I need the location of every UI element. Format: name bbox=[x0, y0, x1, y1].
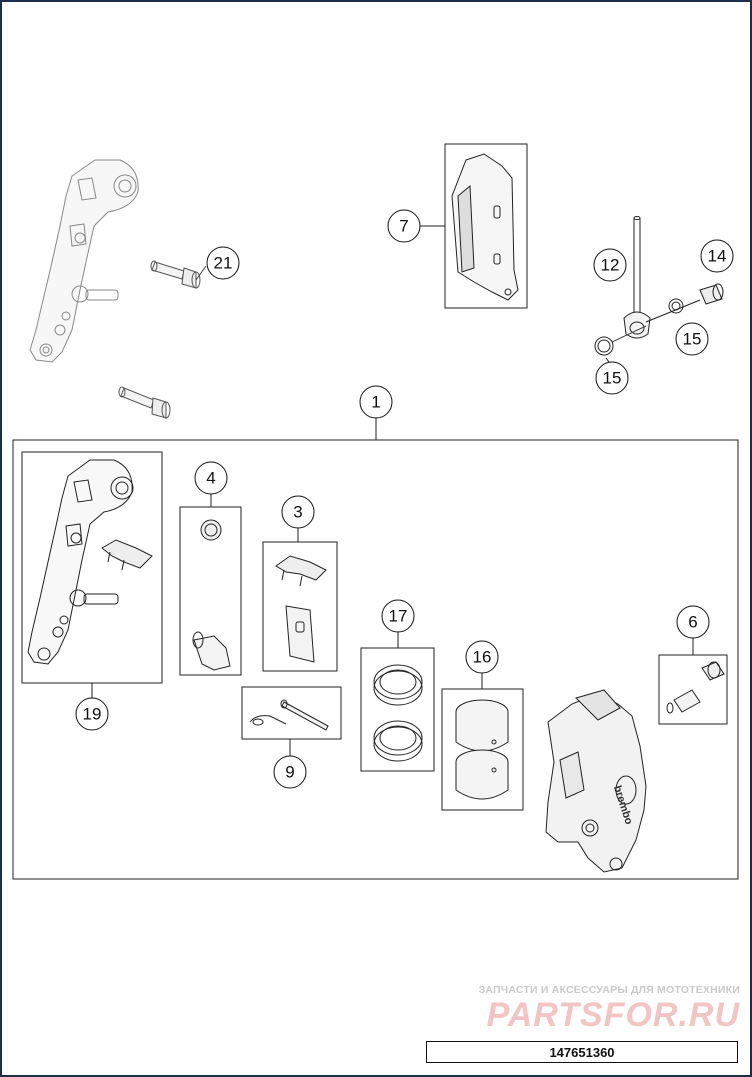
bleeder-6-drawing bbox=[666, 661, 725, 714]
pad-pin-box bbox=[241, 686, 342, 740]
bleeder-4-drawing bbox=[192, 519, 231, 671]
callout-21-circle bbox=[206, 246, 240, 280]
callout-12-label: 12 bbox=[601, 256, 620, 275]
caliper-body-drawing bbox=[545, 689, 647, 873]
callout-15b-circle bbox=[595, 361, 629, 395]
bolt-21-drawing bbox=[150, 260, 207, 289]
callout-7-circle bbox=[387, 209, 421, 243]
callout-7-label: 7 bbox=[399, 217, 408, 236]
callout-3-label: 3 bbox=[293, 503, 302, 522]
seals-17-drawing bbox=[373, 664, 423, 762]
callout-14-circle bbox=[700, 239, 734, 273]
pad-pin-9-drawing bbox=[249, 699, 329, 731]
callout-1-circle bbox=[359, 385, 393, 419]
callout-16-label: 16 bbox=[473, 648, 492, 667]
callout-15a-circle bbox=[675, 322, 709, 356]
bracket-19-drawing bbox=[27, 459, 153, 665]
callout-16-circle bbox=[465, 640, 499, 674]
callout-15b-label: 15 bbox=[603, 369, 622, 388]
brake-pad-drawing bbox=[451, 153, 519, 301]
pad-spring-3-drawing bbox=[275, 555, 327, 663]
callout-12-circle bbox=[593, 248, 627, 282]
callout-4-circle bbox=[194, 461, 228, 495]
callout-17-label: 17 bbox=[389, 607, 408, 626]
callout-14-label: 14 bbox=[708, 247, 727, 266]
bolt-lower-drawing bbox=[118, 386, 171, 419]
callout-15a-label: 15 bbox=[683, 330, 702, 349]
callout-4-label: 4 bbox=[206, 469, 215, 488]
drawing-number: 147651360 bbox=[426, 1041, 738, 1063]
callout-21-label: 21 bbox=[214, 254, 233, 273]
callout-9-circle bbox=[273, 755, 307, 789]
callout-9-label: 9 bbox=[285, 763, 294, 782]
seal-kit-box bbox=[360, 647, 435, 772]
callout-1-label: 1 bbox=[371, 393, 380, 412]
callout-19-circle bbox=[75, 697, 109, 731]
callout-17-circle bbox=[381, 599, 415, 633]
watermark-tagline: ЗАПЧАСТИ И АКСЕССУАРЫ ДЛЯ МОТОТЕХНИКИ bbox=[478, 984, 740, 996]
banjo-fitting-drawing bbox=[594, 216, 724, 367]
caliper-bracket-drawing bbox=[29, 159, 139, 363]
watermark-logo: PARTSFOR.RU bbox=[486, 996, 740, 1034]
callout-3-circle bbox=[281, 495, 315, 529]
callout-19-label: 19 bbox=[83, 705, 102, 724]
pad-spring-box bbox=[262, 541, 338, 672]
callout-6-label: 6 bbox=[688, 613, 697, 632]
pistons-16-drawing bbox=[455, 699, 509, 800]
callout-6-circle bbox=[676, 605, 710, 639]
